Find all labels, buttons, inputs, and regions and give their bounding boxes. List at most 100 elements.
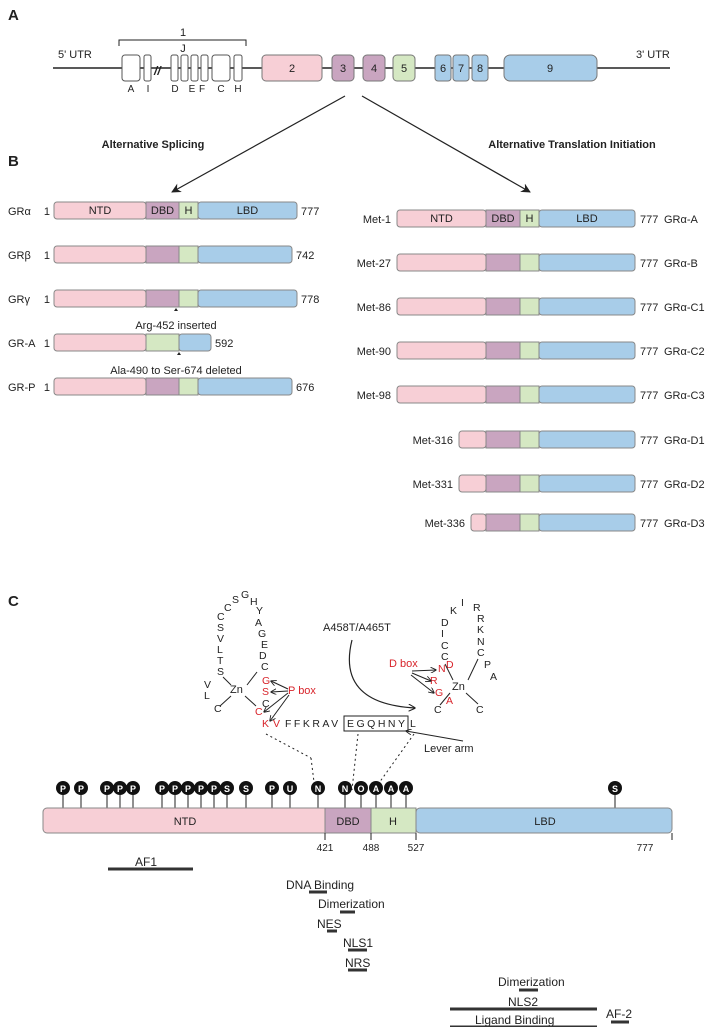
panel-c-label: C — [8, 593, 19, 610]
mutation-arrow — [348, 639, 415, 708]
splice-isoform-start: 1 — [44, 382, 50, 394]
domain-dbd — [324, 807, 372, 834]
translation-isoform-end: 777 — [640, 390, 658, 402]
splice-isoform-start: 1 — [44, 338, 50, 350]
panel-a-label: A — [8, 7, 19, 24]
region-nls2: NLS2 — [508, 995, 538, 1009]
segment-ntd — [53, 245, 147, 264]
exon1-a — [121, 54, 141, 82]
segment-lbd — [197, 245, 293, 264]
translation-isoform-end: 777 — [640, 435, 658, 447]
ptm-marker — [338, 781, 352, 795]
af2-region: AF-2 — [606, 1007, 632, 1024]
zf1-s4: S — [262, 686, 269, 698]
d-box-arrow-3 — [410, 674, 434, 693]
segment-h — [519, 253, 540, 272]
zf2-c3: C — [441, 651, 449, 663]
splice-isoform-start: 1 — [44, 250, 50, 262]
translation-isoform-name: GRα-C3 — [664, 390, 705, 402]
segment-ntd — [53, 377, 147, 396]
zf2-g1: G — [435, 687, 443, 699]
ptm-letter: P — [159, 784, 165, 794]
guide-line-4 — [373, 733, 415, 791]
translation-isoform-end: 777 — [640, 518, 658, 530]
ptm-marker — [126, 781, 140, 795]
exon1-subexons: // — [121, 54, 243, 82]
exon-9-label: 9 — [547, 63, 553, 75]
ptm-marker — [56, 781, 70, 795]
translation-isoform-end: 777 — [640, 214, 658, 226]
zf1-c3: C — [261, 661, 269, 673]
ptm-letter: A — [403, 784, 410, 794]
zf2-n1: N — [477, 636, 485, 648]
segment-ntd-label: NTD — [89, 205, 112, 217]
ptm-site: A — [399, 781, 413, 808]
segment-lbd — [538, 209, 636, 228]
splice-isoform-end: 778 — [301, 294, 319, 306]
segment-ntd — [458, 430, 487, 449]
zf2-a2: A — [446, 695, 453, 707]
ptm-letter: O — [357, 784, 364, 794]
d-box-arrow-1 — [411, 670, 436, 671]
segment-lbd — [538, 385, 636, 404]
translation-isoform-name: GRα-C2 — [664, 346, 705, 358]
zf1-k1: K — [262, 718, 269, 730]
translation-isoform-start: Met-1 — [363, 214, 391, 226]
alt-translation-label: Alternative Translation Initiation — [488, 139, 656, 151]
segment-h — [519, 297, 540, 316]
panel-b-label: B — [8, 153, 19, 170]
ptm-letter: P — [198, 784, 204, 794]
zf2-i2: I — [441, 628, 444, 640]
ptm-site: P — [56, 781, 70, 808]
zf2-d1: D — [441, 617, 449, 629]
ptm-letter: P — [104, 784, 110, 794]
domain-lbd-label: LBD — [534, 816, 555, 828]
zf2-c2: C — [477, 647, 485, 659]
translation-isoform-start: Met-86 — [357, 302, 391, 314]
ptm-site: P — [126, 781, 140, 808]
segment-lbd — [538, 253, 636, 272]
arrow-translation — [361, 95, 531, 193]
segment-lbd-label: LBD — [237, 205, 258, 217]
exon-5-label: 5 — [401, 63, 407, 75]
p-box-arrow-1 — [271, 681, 289, 690]
segment-dbd — [485, 430, 521, 449]
ptm-letter: P — [269, 784, 275, 794]
pos-527: 527 — [408, 843, 425, 854]
ptm-site: P — [155, 781, 169, 808]
exon1-i — [143, 54, 152, 82]
p-box-arrow-2 — [271, 691, 289, 692]
ptm-letter: A — [373, 784, 380, 794]
segment-ntd — [396, 385, 487, 404]
functional-regions: AF1 DNA Binding Dimerization NES NLS1 NR… — [108, 855, 597, 1027]
ptm-letter: S — [224, 784, 230, 794]
segment-h — [519, 341, 540, 360]
sub-label-e: E — [189, 84, 196, 95]
splice-isoform-note: Arg-452 inserted — [135, 320, 216, 332]
segment-ntd — [470, 513, 487, 532]
p-box-label: P box — [288, 685, 316, 697]
exons: 2 3 4 5 6 7 8 9 — [261, 54, 598, 82]
translation-isoform-end: 777 — [640, 258, 658, 270]
zn2-bond-1 — [444, 663, 454, 681]
exon1-c — [211, 54, 231, 82]
segment-lbd — [538, 430, 636, 449]
translation-isoform-end: 777 — [640, 346, 658, 358]
segment-lbd — [538, 513, 636, 532]
splice-isoform-start: 1 — [44, 294, 50, 306]
ptm-site: U — [283, 781, 297, 808]
pos-488: 488 — [363, 843, 380, 854]
region-nrs: NRS — [345, 956, 370, 970]
exon-4-label: 4 — [371, 63, 377, 75]
ptm-site: A — [384, 781, 398, 808]
zn1-bond-1 — [222, 676, 232, 686]
region-af1: AF1 — [135, 855, 157, 869]
zinc-finger-structure: C S G H Y C S A G V E L D T S C V L C G … — [204, 589, 497, 791]
ptm-marker — [181, 781, 195, 795]
translation-isoform-name: GRα-A — [664, 214, 699, 226]
translation-isoform-start: Met-98 — [357, 390, 391, 402]
